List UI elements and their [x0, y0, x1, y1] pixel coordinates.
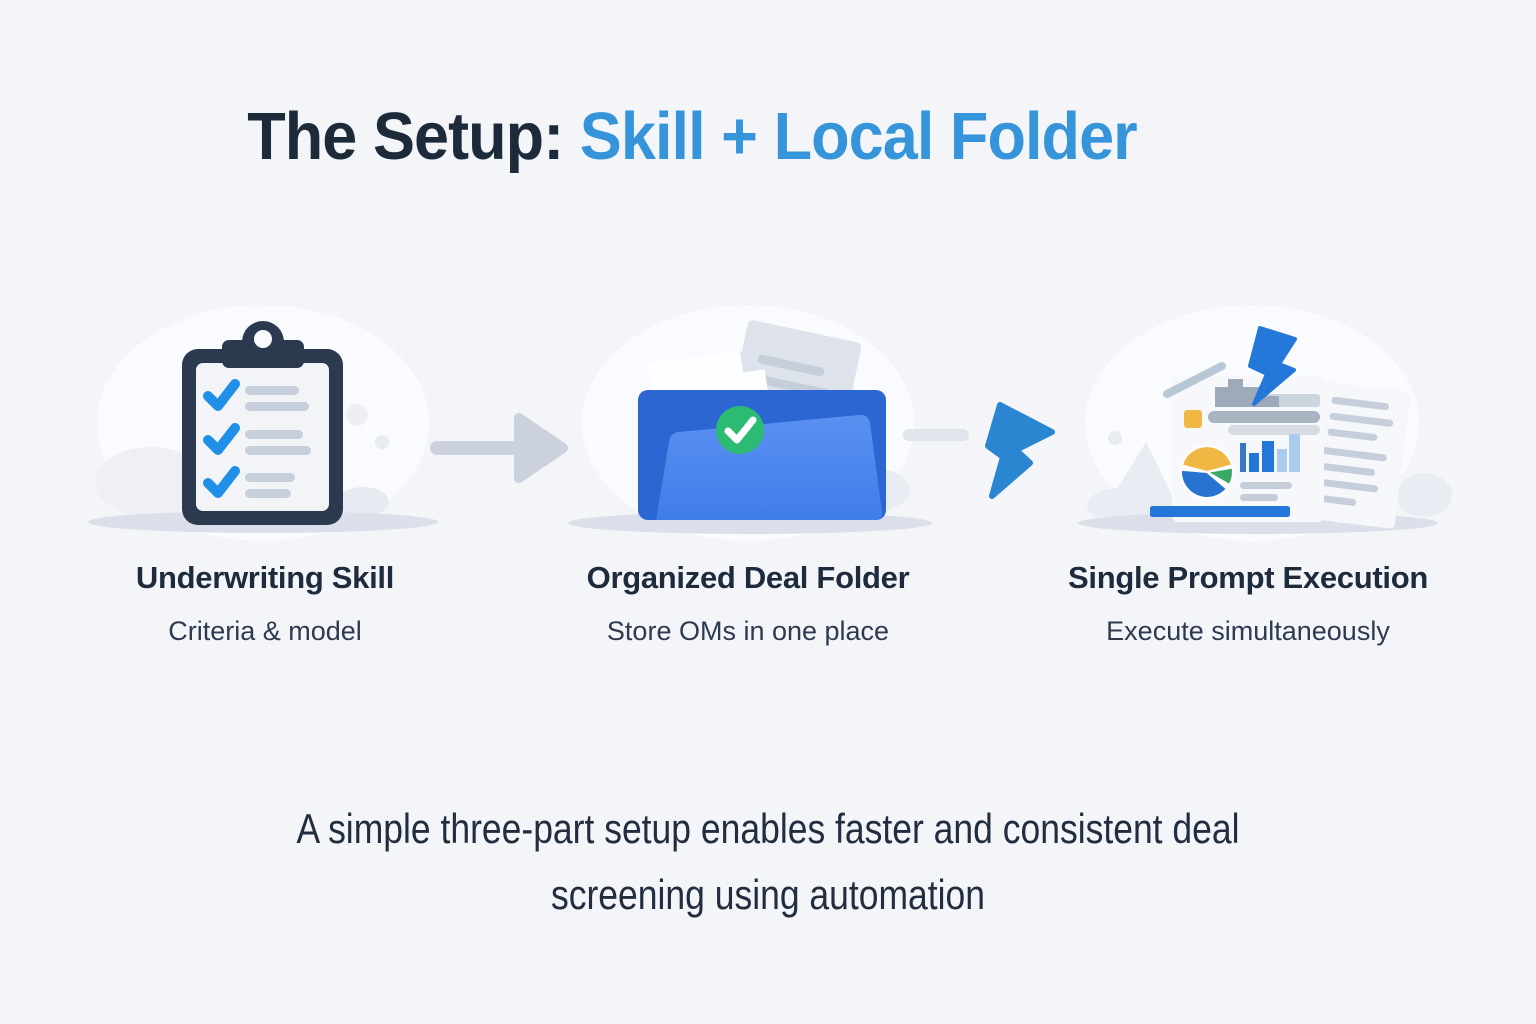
caption: A simple three-part setup enables faster… — [119, 796, 1417, 928]
caption-line-2: screening using automation — [550, 871, 986, 918]
check-icon — [203, 423, 240, 455]
clipboard-checklist-icon — [88, 305, 438, 541]
folder-documents-check-icon — [568, 305, 932, 541]
cloud-shape — [95, 447, 205, 517]
step-label-single-prompt-execution: Single Prompt Execution — [1068, 560, 1428, 595]
cloud-shape — [1396, 473, 1452, 517]
step-label-organized-deal-folder: Organized Deal Folder — [586, 560, 910, 595]
title-highlight: Skill + Local Folder — [579, 99, 1138, 174]
clip-ring-hole — [254, 330, 272, 348]
cloud-dot — [1108, 431, 1122, 445]
zigzag-bolt-icon — [985, 402, 1055, 499]
step-label-underwriting-skill: Underwriting Skill — [135, 560, 395, 595]
step-description-organized-deal-folder: Store OMs in one place — [606, 616, 890, 646]
title-prefix: The Setup: — [247, 99, 580, 174]
image-placeholder — [1215, 379, 1279, 407]
caption-line-1: A simple three-part setup enables faster… — [296, 805, 1240, 852]
trend-line — [1163, 362, 1226, 398]
report-lightning-icon — [1078, 305, 1452, 541]
lightning-bolt-icon — [1248, 326, 1297, 406]
cloud-shape — [337, 487, 389, 517]
step-description-underwriting-skill: Criteria & model — [168, 616, 362, 646]
bar-chart — [1240, 434, 1300, 472]
step-description-single-prompt-execution: Execute simultaneously — [1106, 616, 1390, 646]
check-icon — [203, 466, 240, 498]
check-icon — [203, 379, 240, 411]
checklist-rows — [203, 379, 311, 498]
cloud-shape — [1087, 487, 1167, 523]
report-page-right — [1305, 381, 1411, 529]
cloud-dot — [346, 404, 368, 426]
success-check-badge — [716, 406, 764, 454]
folder — [638, 390, 886, 520]
pie-chart — [1179, 444, 1235, 500]
arrow-right-icon — [430, 413, 568, 483]
report-card — [1150, 362, 1324, 522]
yellow-marker — [1184, 410, 1202, 428]
page-title: The Setup: Skill + Local Folder — [42, 98, 1343, 175]
footer-bar — [1150, 506, 1290, 517]
cloud-dot — [375, 435, 389, 449]
speed-line-decoration — [903, 429, 969, 441]
